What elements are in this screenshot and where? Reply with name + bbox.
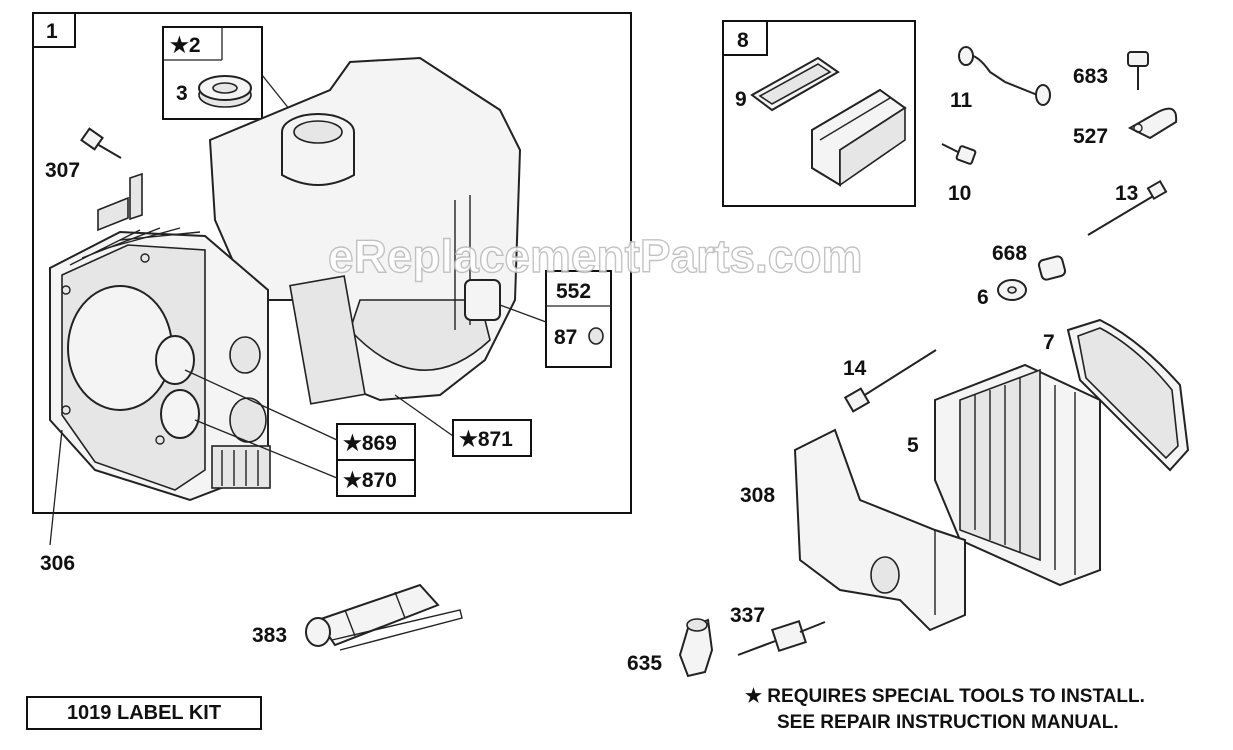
part-9-label[interactable]: 9 <box>735 88 747 111</box>
part-870-label[interactable]: ★870 <box>343 469 397 492</box>
part-1-frame <box>32 12 632 514</box>
seal-drawing <box>198 75 252 108</box>
screw-683-drawing <box>1127 51 1149 90</box>
part-87-label[interactable]: 87 <box>554 326 577 349</box>
part-10-label[interactable]: 10 <box>948 182 971 205</box>
bolt-10-drawing <box>941 143 977 165</box>
shield-308-drawing <box>793 428 966 632</box>
label-kit-box[interactable]: 1019 LABEL KIT <box>26 696 262 730</box>
part-6-label[interactable]: 6 <box>977 286 989 309</box>
part-8-tag <box>722 20 768 56</box>
cylinder-head-5-drawing <box>934 363 1101 587</box>
bolt-14-drawing <box>843 349 937 413</box>
note-line-2: SEE REPAIR INSTRUCTION MANUAL. <box>777 712 1119 733</box>
gasket-7-drawing <box>1066 318 1190 472</box>
cylinder-block-drawing <box>49 56 522 502</box>
breather-drawing <box>750 56 907 187</box>
part-3-label[interactable]: 3 <box>176 82 188 105</box>
part-1-label[interactable]: 1 <box>46 20 58 43</box>
clamp-527-drawing <box>1127 107 1178 140</box>
part-871-frame <box>452 419 532 457</box>
part-11-label[interactable]: 11 <box>950 89 973 112</box>
part-1-tag <box>32 12 76 48</box>
part-7-label[interactable]: 7 <box>1043 331 1055 354</box>
part-307-label[interactable]: 307 <box>45 159 80 182</box>
part-552-87-frame <box>545 270 612 368</box>
tube-11-drawing <box>958 46 1051 106</box>
stud-13-drawing <box>1087 179 1168 236</box>
special-tools-note: ★ REQUIRES SPECIAL TOOLS TO INSTALL. SEE… <box>745 684 1145 736</box>
part-2-3-frame <box>162 26 263 120</box>
part-552-label[interactable]: 552 <box>556 280 591 303</box>
part-2-label[interactable]: ★2 <box>170 34 201 57</box>
part-306-label[interactable]: 306 <box>40 552 75 575</box>
part-871-label[interactable]: ★871 <box>459 428 513 451</box>
part-683-label[interactable]: 683 <box>1073 65 1108 88</box>
part-5-label[interactable]: 5 <box>907 434 919 457</box>
bolt-307-drawing <box>80 127 122 159</box>
part-869-label[interactable]: ★869 <box>343 432 397 455</box>
part-635-label[interactable]: 635 <box>627 652 662 675</box>
watermark: eReplacementParts.com <box>328 230 862 282</box>
part-668-label[interactable]: 668 <box>992 242 1027 265</box>
part-383-label[interactable]: 383 <box>252 624 287 647</box>
part-308-label[interactable]: 308 <box>740 484 775 507</box>
part-527-label[interactable]: 527 <box>1073 125 1108 148</box>
part-8-frame <box>722 20 916 207</box>
part-14-label[interactable]: 14 <box>843 357 867 380</box>
boot-635-drawing <box>678 618 714 678</box>
tool-383-drawing <box>305 583 463 651</box>
spacer-668-drawing <box>1037 255 1067 281</box>
washer-6-drawing <box>997 279 1027 301</box>
part-8-label[interactable]: 8 <box>737 29 749 52</box>
part-337-label[interactable]: 337 <box>730 604 765 627</box>
spark-plug-337-drawing <box>737 619 826 656</box>
part-13-label[interactable]: 13 <box>1115 182 1138 205</box>
note-line-1: ★ REQUIRES SPECIAL TOOLS TO INSTALL. <box>745 686 1145 707</box>
